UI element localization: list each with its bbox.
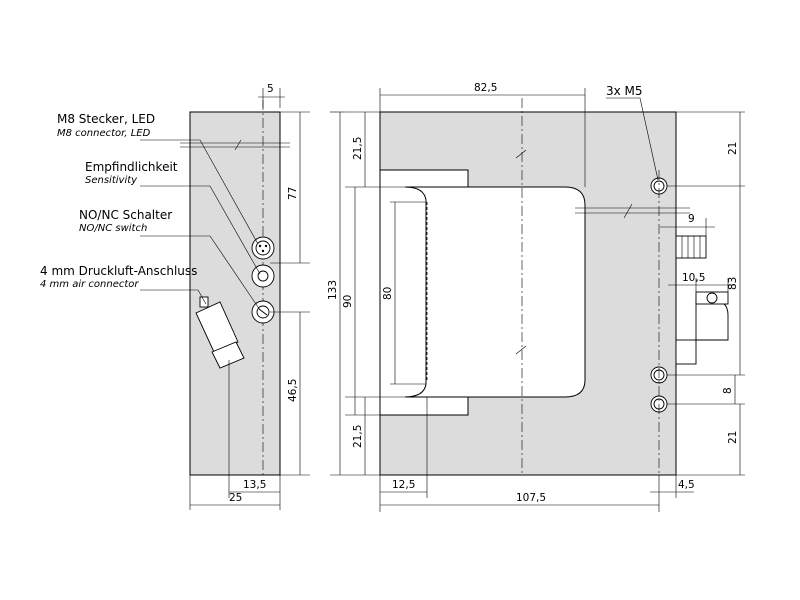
dim-right-8: 8 (722, 387, 734, 394)
dim-front-90: 90 (342, 295, 354, 308)
dim-right-83: 83 (727, 277, 739, 290)
dim-right-21-top: 21 (727, 142, 739, 155)
dim-side-5: 5 (267, 83, 274, 95)
dim-side-46-5: 46,5 (287, 379, 299, 402)
side-view-body (189, 111, 281, 476)
sensitivity-label-en: Sensitivity (85, 175, 138, 186)
sensitivity-label-de: Empfindlichkeit (85, 160, 178, 174)
front-view: 3x M5 82,5 21,5 133 (327, 82, 745, 512)
m8-connector-icon (251, 236, 275, 260)
air-connector-label-en: 4 mm air connector (40, 279, 139, 290)
nonc-switch-label-de: NO/NC Schalter (79, 208, 172, 222)
dim-front-80: 80 (382, 287, 394, 300)
nonc-switch-icon (251, 300, 275, 324)
m8-side-connector-icon (675, 235, 707, 259)
air-connector-icon (195, 296, 245, 369)
m8-connector-label-de: M8 Stecker, LED (57, 112, 155, 126)
dim-right-21-bottom: 21 (727, 431, 739, 444)
dim-front-107-5: 107,5 (516, 492, 546, 504)
dim-front-12-5: 12,5 (392, 479, 415, 491)
inner-cavity (404, 186, 586, 398)
dim-front-21-5-bottom: 21,5 (352, 425, 364, 448)
nonc-switch-label-en: NO/NC switch (79, 223, 147, 234)
dim-front-21-5-top: 21,5 (352, 137, 364, 160)
dim-right-4-5: 4,5 (678, 479, 695, 491)
dim-front-133: 133 (327, 280, 339, 300)
sensitivity-potentiometer-icon (251, 264, 275, 288)
dim-side-13-5: 13,5 (243, 479, 266, 491)
dim-right-9: 9 (688, 213, 695, 225)
m5-label: 3x M5 (606, 84, 643, 98)
m8-connector-label-en: M8 connector, LED (57, 128, 151, 139)
dim-right-10-5: 10,5 (682, 272, 705, 284)
side-view: M8 Stecker, LED M8 connector, LED Empfin… (40, 83, 310, 510)
air-connector-label-de: 4 mm Druckluft-Anschluss (40, 264, 197, 278)
dim-side-77: 77 (287, 187, 299, 200)
dim-front-82-5: 82,5 (474, 82, 497, 94)
dim-side-25: 25 (229, 492, 242, 504)
air-elbow-fitting-icon (675, 291, 729, 365)
